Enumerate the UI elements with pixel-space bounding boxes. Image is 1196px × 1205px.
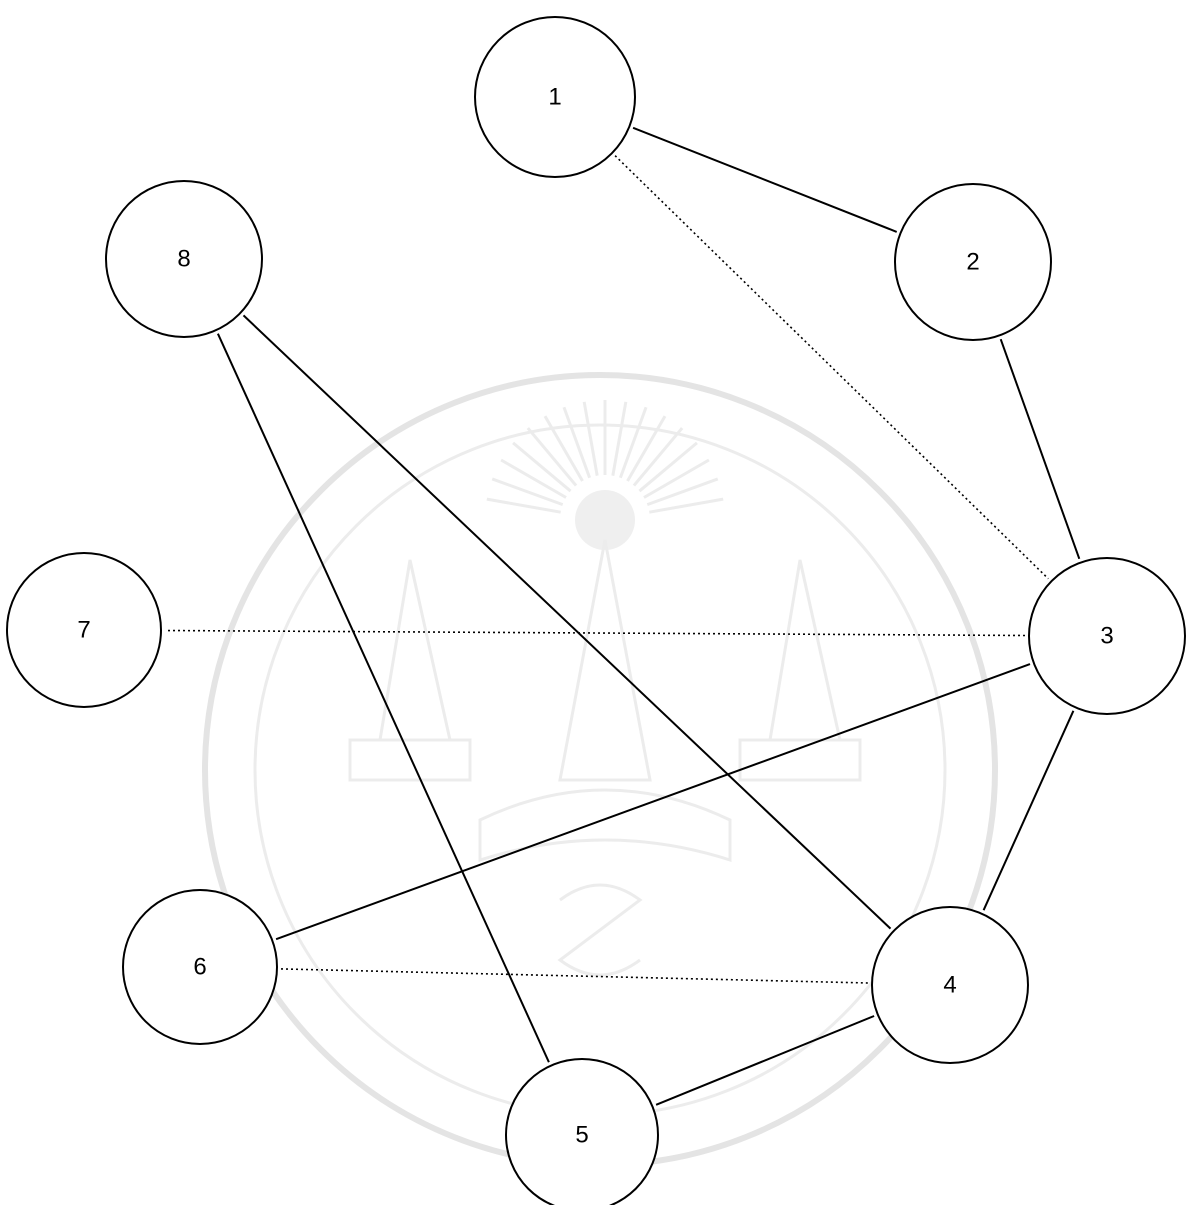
seal-ray [526,427,578,487]
edge-4-5-solid [655,1015,875,1106]
node-3: 3 [1028,557,1186,715]
node-circle-5 [505,1058,659,1205]
node-label-5: 5 [575,1122,588,1149]
node-circle-7 [6,552,162,708]
node-4: 4 [871,906,1029,1064]
seal-sun-rays [486,400,724,514]
seal-ray [491,477,564,507]
node-7: 7 [6,552,162,708]
seal-ray [500,458,567,499]
node-label-2: 2 [966,249,979,276]
edges [164,126,1081,1106]
node-8: 8 [105,180,263,338]
edge-8-4-solid [242,314,892,930]
node-circle-1 [474,16,636,178]
node-circle-3 [1028,557,1186,715]
seal-ray [611,401,628,476]
seal-crown [558,539,652,782]
node-circle-2 [894,183,1052,341]
seal-center-ornament [478,788,732,863]
seal-ray [618,406,648,479]
edge-1-2-solid [632,126,898,233]
seal-right-base [738,738,862,782]
node-2: 2 [894,183,1052,341]
seal-ray [512,441,572,493]
edge-6-4-dotted [280,968,869,984]
edge-3-4-solid [982,710,1075,911]
nodes: 1 2 3 4 5 6 7 8 [6,16,1186,1205]
node-label-4: 4 [943,972,956,999]
edge-3-6-solid [275,663,1031,941]
seal-right-tower [768,559,842,742]
edge-1-3-dotted [614,155,1049,580]
node-circle-8 [105,180,263,338]
seal-left-base [348,738,472,782]
seal-ray [543,415,584,482]
node-circle-4 [871,906,1029,1064]
node-label-1: 1 [548,84,561,111]
seal-ray [562,406,592,479]
node-5: 5 [505,1058,659,1205]
seal-ray [638,441,698,493]
seal-ray [582,401,599,476]
seal-ray [626,415,667,482]
node-label-7: 7 [77,617,90,644]
seal-ray [643,458,710,499]
seal-serpent [557,883,643,977]
node-label-6: 6 [193,954,206,981]
seal-sun [575,490,635,550]
seal-ray [486,497,561,514]
node-label-3: 3 [1100,623,1113,650]
edge-3-7-dotted [164,629,1026,637]
edge-8-5-solid [216,333,550,1063]
node-1: 1 [474,16,636,178]
seal-ray [632,427,684,487]
seal-ray [649,497,724,514]
seal-watermark [202,372,998,1168]
node-label-8: 8 [177,246,190,273]
node-circle-6 [122,889,278,1045]
node-6: 6 [122,889,278,1045]
seal-ray [646,477,719,507]
edge-2-3-solid [999,338,1081,560]
